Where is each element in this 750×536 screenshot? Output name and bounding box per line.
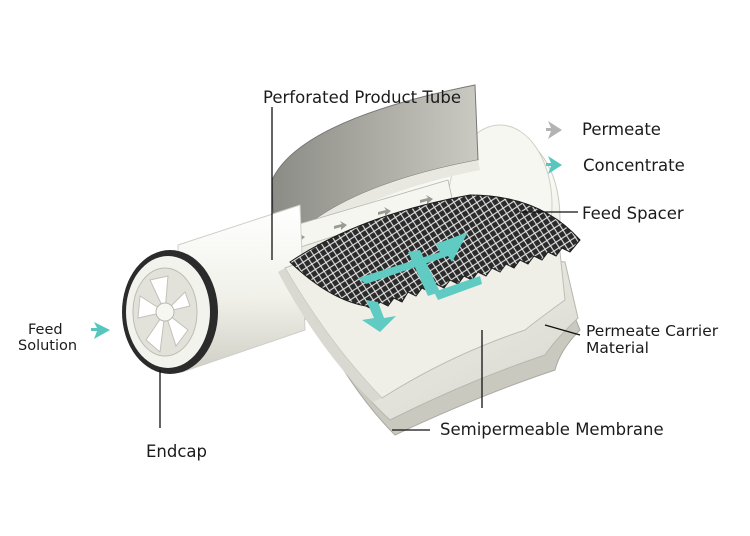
- feed-arrow-icon: [91, 322, 110, 339]
- spacer-flow-arrows: [358, 232, 482, 332]
- label-endcap: Endcap: [146, 442, 208, 461]
- label-feed-solution-2: Solution: [18, 338, 78, 354]
- label-concentrate: Concentrate: [583, 156, 685, 175]
- gray-arrow-icon: [546, 121, 562, 139]
- teal-arrow-icon: [546, 156, 562, 174]
- label-feed-solution-1: Feed: [28, 322, 63, 338]
- leader-lines: [159, 107, 581, 431]
- leader-permeate-carrier: [544, 324, 581, 336]
- label-permeate-carrier-1: Permeate Carrier: [586, 322, 719, 340]
- endcap: [122, 250, 218, 374]
- label-permeate-carrier-2: Material: [586, 339, 649, 357]
- label-permeate: Permeate: [582, 120, 661, 139]
- label-product-tube: Perforated Product Tube: [263, 88, 461, 107]
- label-feed-spacer: Feed Spacer: [582, 204, 684, 223]
- label-membrane: Semipermeable Membrane: [440, 420, 664, 439]
